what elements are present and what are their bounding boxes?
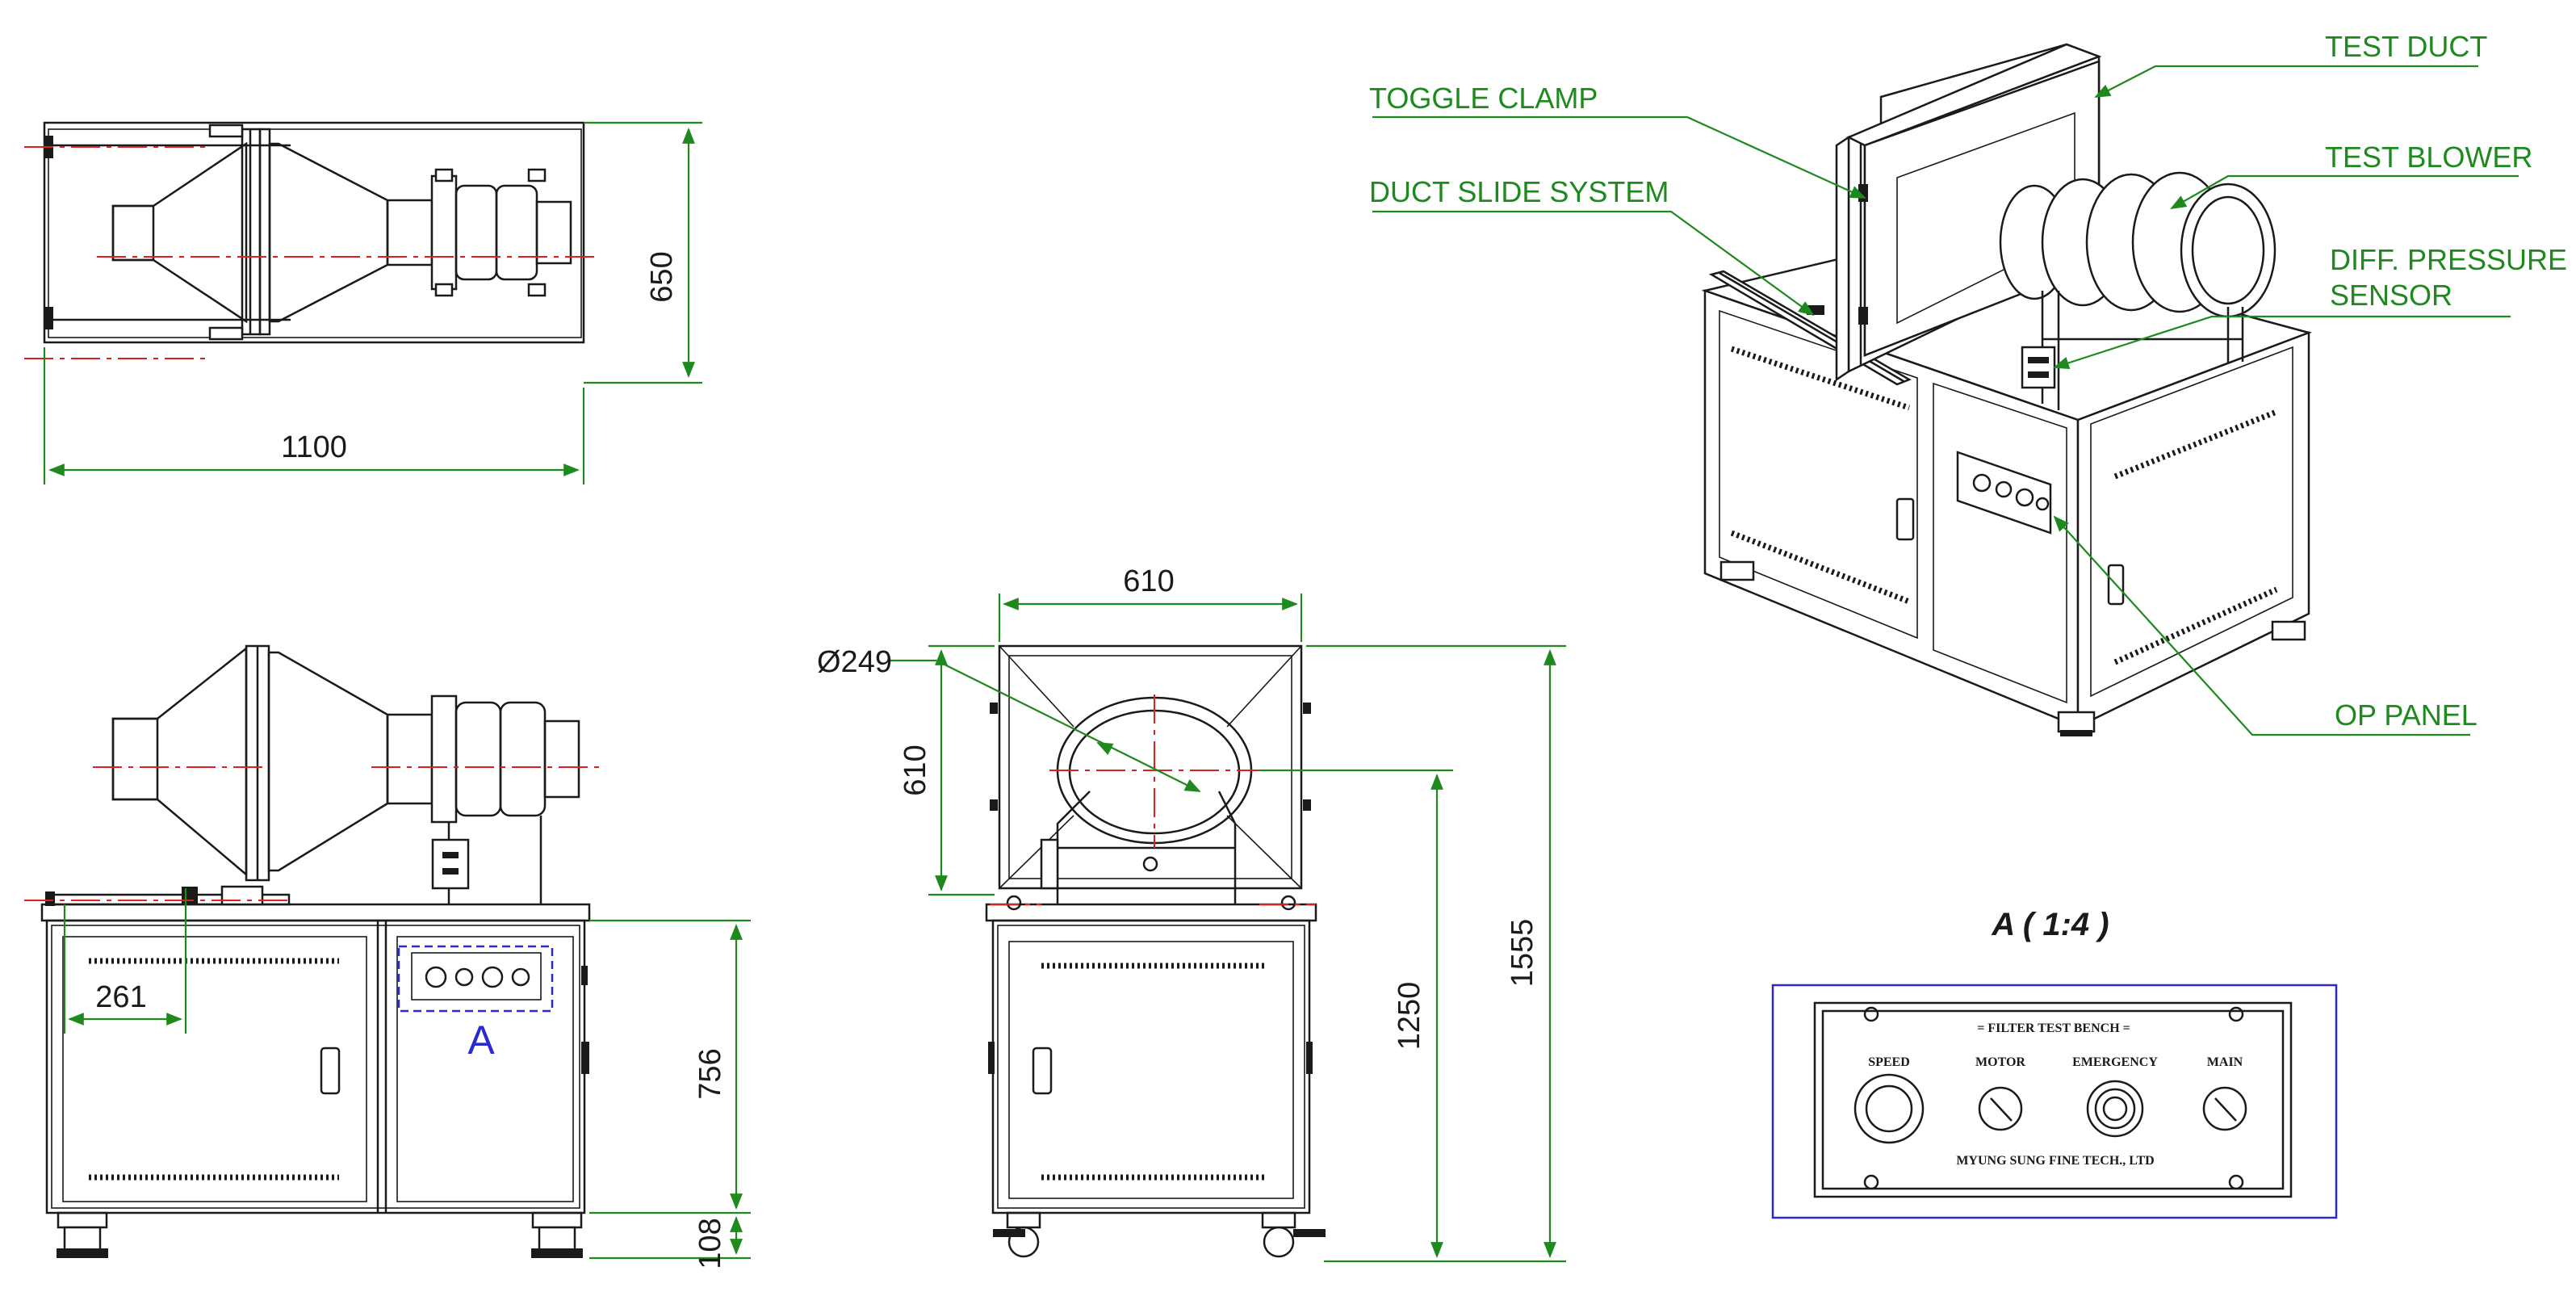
isometric-view: TEST DUCT TOGGLE CLAMP TEST BLOWER DUCT … [1369, 30, 2567, 736]
front-view: A [24, 644, 751, 1269]
panel-label-emergency: EMERGENCY [2072, 1055, 2158, 1069]
panel-maker: MYUNG SUNG FINE TECH., LTD [1956, 1154, 2154, 1168]
panel-label-motor: MOTOR [1975, 1055, 2025, 1069]
panel-label-main: MAIN [2207, 1055, 2243, 1069]
dim-front-756: 756 [693, 1048, 727, 1099]
dim-front-261: 261 [95, 980, 146, 1014]
callout-diff-pressure-2: SENSOR [2330, 279, 2452, 312]
callout-op-panel: OP PANEL [2335, 698, 2478, 732]
detail-title: A ( 1:4 ) [1991, 907, 2109, 942]
dim-side-1250: 1250 [1393, 982, 1426, 1051]
detail-a: A ( 1:4 ) = FILTER TEST BENCH = SPEED MO… [1771, 907, 2338, 1219]
dim-top-650: 650 [645, 251, 679, 302]
callout-toggle-clamp: TOGGLE CLAMP [1369, 82, 1598, 115]
side-view: 610 610 Ø249 1250 1555 [817, 564, 1566, 1263]
callout-duct-slide: DUCT SLIDE SYSTEM [1369, 175, 1669, 208]
callout-test-blower: TEST BLOWER [2325, 141, 2532, 174]
dim-side-610-height: 610 [898, 745, 932, 795]
callout-diff-pressure-1: DIFF. PRESSURE [2330, 243, 2567, 276]
dim-front-108: 108 [693, 1218, 727, 1269]
dim-top-1100: 1100 [281, 430, 347, 464]
dim-side-610-width: 610 [1123, 564, 1174, 598]
panel-header: = FILTER TEST BENCH = [1977, 1021, 2130, 1035]
top-view: 650 1100 [24, 121, 702, 485]
dim-side-1555: 1555 [1506, 919, 1539, 988]
detail-ref-a: A [467, 1017, 495, 1063]
callout-test-duct: TEST DUCT [2325, 30, 2487, 63]
panel-label-speed: SPEED [1868, 1055, 1910, 1069]
dim-side-diameter: Ø249 [817, 645, 892, 679]
